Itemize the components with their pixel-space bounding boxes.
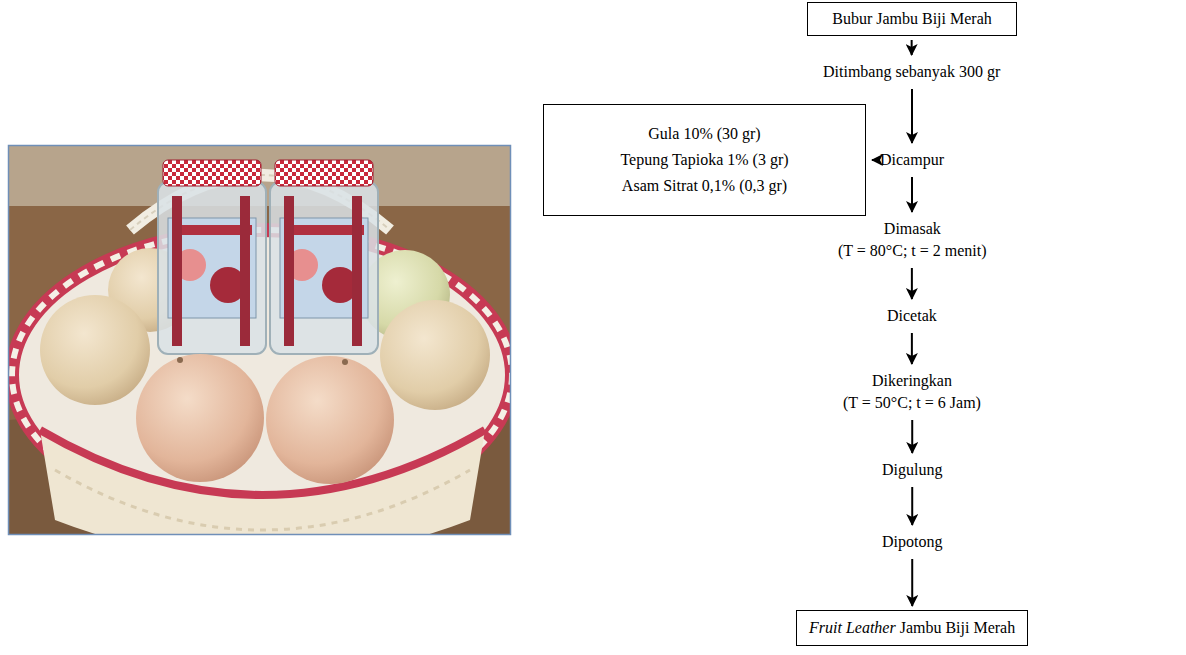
process-step: Dicampur bbox=[876, 147, 948, 173]
ingredient-box: Gula 10% (30 gr)Tepung Tapioka 1% (3 gr)… bbox=[543, 104, 866, 216]
process-step: Dimasak(T = 80°C; t = 2 menit) bbox=[834, 216, 991, 264]
flow-arrow bbox=[872, 159, 878, 161]
step-text: Dikeringkan bbox=[843, 370, 981, 392]
italic-term: Fruit Leather bbox=[809, 619, 896, 636]
step-text: Dicetak bbox=[887, 305, 937, 327]
flow-arrow bbox=[911, 333, 913, 364]
step-text: Dipotong bbox=[882, 531, 942, 553]
step-text: Dicampur bbox=[880, 149, 944, 171]
flow-arrow bbox=[911, 420, 913, 453]
step-text: Tepung Tapioka 1% (3 gr) bbox=[556, 147, 853, 173]
step-text: (T = 80°C; t = 2 menit) bbox=[838, 240, 987, 262]
flow-arrow bbox=[911, 177, 913, 212]
step-text: Digulung bbox=[882, 459, 942, 481]
flow-arrow bbox=[911, 559, 913, 606]
step-text: Jambu Biji Merah bbox=[900, 619, 1016, 636]
step-text: Bubur Jambu Biji Merah bbox=[822, 8, 1002, 30]
step-text: Ditimbang sebanyak 300 gr bbox=[823, 61, 1000, 83]
input-box: Bubur Jambu Biji Merah bbox=[807, 2, 1017, 36]
flow-arrow bbox=[911, 268, 913, 299]
process-step: Dicetak bbox=[883, 303, 941, 329]
output-box: Fruit LeatherJambu Biji Merah bbox=[796, 610, 1028, 646]
flow-arrow bbox=[911, 40, 913, 55]
step-text: Gula 10% (30 gr) bbox=[556, 121, 853, 147]
flow-arrow bbox=[911, 487, 913, 525]
process-step: Digulung bbox=[878, 457, 946, 483]
step-text: Asam Sitrat 0,1% (0,3 gr) bbox=[556, 173, 853, 199]
flow-arrow bbox=[911, 89, 913, 143]
process-step: Dikeringkan(T = 50°C; t = 6 Jam) bbox=[839, 368, 985, 416]
process-step: Dipotong bbox=[878, 529, 946, 555]
process-step: Ditimbang sebanyak 300 gr bbox=[819, 59, 1004, 85]
step-text: Dimasak bbox=[838, 218, 987, 240]
step-text: (T = 50°C; t = 6 Jam) bbox=[843, 392, 981, 414]
